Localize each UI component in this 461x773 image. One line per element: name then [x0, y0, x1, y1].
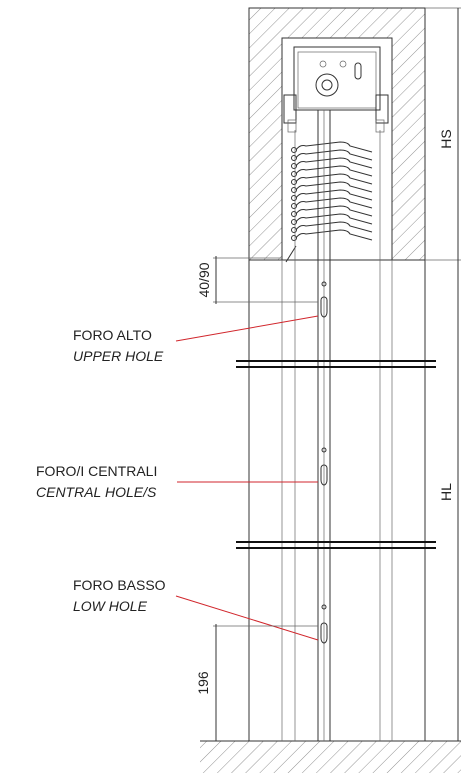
spring-loop-end [291, 155, 297, 161]
upper-hole-label-it: FORO ALTO [73, 327, 152, 343]
spring-loop [295, 221, 373, 233]
upper-hole-label-en: UPPER HOLE [73, 348, 164, 364]
spring-loop-end [291, 187, 297, 193]
central-holes-label-en: CENTRAL HOLE/S [36, 484, 157, 500]
spring-loop [295, 149, 373, 161]
spring-loop [295, 141, 373, 153]
svg-text:40/90: 40/90 [196, 262, 212, 297]
spring-loop [295, 213, 373, 225]
spring-loop-end [291, 211, 297, 217]
spring-loop-end [291, 235, 297, 241]
hole-central [320, 447, 328, 486]
spring-loop [295, 205, 373, 217]
spring-loop-end [291, 203, 297, 209]
dimension-bottom-offset: 196 [195, 624, 318, 741]
top-mechanism [283, 46, 389, 133]
spring-loop-end [291, 227, 297, 233]
dimension-hl: HL [438, 483, 454, 501]
spring-loop-end [291, 163, 297, 169]
dimension-top-offset: 40/90 [196, 256, 318, 304]
svg-text:196: 196 [195, 671, 211, 695]
leader-low-hole [175, 595, 319, 641]
spring-loop [295, 165, 373, 177]
dimension-hs: HS [425, 7, 461, 741]
break-lines [236, 360, 436, 549]
leader-upper-hole [175, 315, 319, 342]
low-hole-label-en: LOW HOLE [73, 598, 148, 614]
spring-loop-end [291, 147, 297, 153]
hole-low [320, 604, 328, 644]
spring-loop-end [291, 171, 297, 177]
spring-loop [295, 173, 373, 185]
spring-tail [285, 245, 297, 263]
door-panel [248, 8, 426, 741]
svg-text:HS: HS [438, 129, 454, 148]
low-hole-label-it: FORO BASSO [73, 577, 166, 593]
floor [200, 740, 461, 773]
spring-loop-end [291, 195, 297, 201]
spring-loop-end [291, 179, 297, 185]
central-holes-label-it: FORO/I CENTRALI [36, 463, 157, 479]
spring-loop [295, 189, 373, 201]
spring-coil [285, 141, 373, 263]
spring-loop [295, 229, 373, 241]
lintel-wall [248, 7, 426, 261]
spring-loop-end [291, 219, 297, 225]
hole-upper [320, 281, 328, 318]
spring-loop [295, 181, 373, 193]
svg-text:HL: HL [438, 483, 454, 501]
spring-loop [295, 157, 373, 169]
spring-loop [295, 197, 373, 209]
